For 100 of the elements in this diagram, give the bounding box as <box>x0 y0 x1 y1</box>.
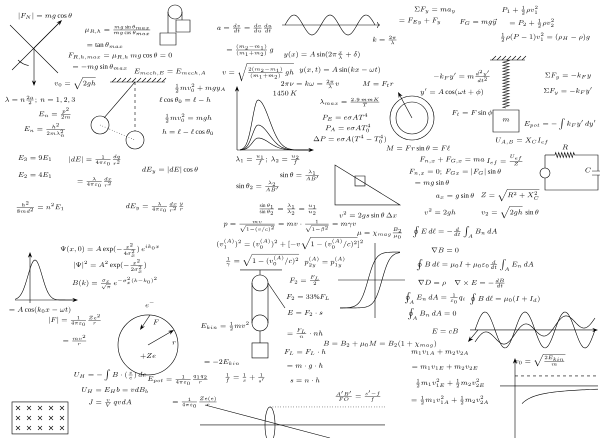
formula: $\frac{h^2}{8md^2} = n^2E_1$ <box>16 201 64 213</box>
formula: $|F| = \frac{1}{4\pi\varepsilon_0}\frac{Ze^2}{r}$ <box>49 314 101 326</box>
formula: $\nabla\times E = -\frac{dB}{dt}$ <box>454 278 504 288</box>
formula: $E_3 = 9E_1$ <box>18 155 51 161</box>
formula: $= mg\sin\theta$ <box>415 180 449 186</box>
formula: $y(x) = A\sin(2\pi\frac{x}{\lambda} + \delta)$ <box>284 51 360 59</box>
formula: $P_1 + \frac{1}{2}\rho v_1^2$ <box>502 6 538 14</box>
formula: $= F_{Ey} + F_y$ <box>399 18 440 24</box>
formula: $B(k) = \frac{\sigma_x}{\sqrt{\pi}}\, e^{-\sigma_x^2(k - k_0)^2}$ <box>72 276 156 290</box>
formula: $\frac{1}{2}mv_0^2 = mgh$ <box>165 114 212 122</box>
formula: $= \frac{\lambda}{4\pi\varepsilon_0}\frac{dx}{r^2}$ <box>78 176 112 188</box>
formula: $F_L = F_L\cdot h$ <box>284 349 326 355</box>
formula: $\Sigma F_y = -k_F y$ <box>545 72 591 80</box>
formula: $p = \frac{mv}{\sqrt{1-(v/c)^2}} = mv\cdot\frac{1}{\sqrt{1-\beta^2}} = m\gamma v$ <box>224 220 356 232</box>
formula: $= -2E_{kin}$ <box>204 359 240 365</box>
formula: $= \frac{mv^2}{r}$ <box>63 334 86 346</box>
formula: $\oint_A E_n\,dA = \frac{1}{\varepsilon_0}q_i$ <box>404 292 465 304</box>
formula: $F_2 = \frac{F_L}{2}$ <box>290 275 320 285</box>
formula: $I_{ef} = \frac{U_{ef}}{Z}$ <box>486 154 522 166</box>
formula: $E_n = \frac{h^2}{2m\lambda_n^2}$ <box>24 123 66 137</box>
formula: $\sin\theta = \frac{\lambda_1}{AB'}$ <box>280 170 319 180</box>
formula: $E_n = \frac{p^2}{2m}$ <box>38 107 70 119</box>
formula: $\frac{1}{2}mv_0^2 + mgy_A$ <box>175 84 225 92</box>
formula: $y' = A\cos(\omega t + \phi)$ <box>420 88 483 96</box>
formula: $= P_2 + \frac{1}{2}\rho v_2^2$ <box>510 18 554 28</box>
variable-label: $C$ <box>585 167 591 173</box>
formula: $k = \frac{2\pi}{\lambda}$ <box>372 36 396 44</box>
formula: $E_{mech,E} = E_{mech,A}$ <box>134 68 206 76</box>
formula: $F_G = mg\vec{y}$ <box>460 18 498 26</box>
formula: $U_H = -\int B\cdot(\frac{v}{c})\,de$ <box>74 369 146 381</box>
variable-label: $m$ <box>502 118 510 122</box>
variable-label: $r$ <box>172 341 176 345</box>
formula: $= -mg\sin\theta_{max}$ <box>72 64 126 70</box>
formula: $-k_F y' = m\frac{d^2y'}{dt^2}$ <box>434 70 490 82</box>
formula: $= A\cos(k_0x - \omega t)$ <box>9 306 70 314</box>
formula: $M = Fr\sin\theta = F\ell$ <box>386 145 450 150</box>
formula: $Z = \sqrt{R^2 + X_C^2}$ <box>481 189 540 202</box>
formula: $\frac{\sin\theta_1}{\sin\theta_2} = \frac{\lambda_1}{\lambda_2} = \frac{u_1}{u_2}$ <box>260 203 316 215</box>
formula: $v^2 = 2gs\sin\theta\,\Delta x$ <box>339 211 397 219</box>
formula: $M = F_t r$ <box>362 81 394 87</box>
formula: $a_x = g\sin\theta$ <box>436 192 474 200</box>
formula: $p_{2y}^{(A)} = p_{1y}^{(A)}$ <box>304 256 344 268</box>
formula: $\Delta P = e\sigma A(T^4 - T_0^4)$ <box>314 134 386 144</box>
formula: $\nabla D = \rho$ <box>418 280 446 286</box>
formula: $= \frac{F_L}{n}\cdot nh$ <box>287 328 323 338</box>
formula: $\lambda = n\frac{2a}{2};\ n = 1,2,3$ <box>5 96 75 104</box>
formula: $\frac{1}{2}m_1v_{1E}^2 + \frac{1}{2}m_2v_{2E}^2$ <box>416 378 484 388</box>
variable-label: $+Ze$ <box>140 353 156 359</box>
formula: $\mu_{R,h} = \frac{mg\sin\theta_{max}}{mg\cos\theta_{max}}$ <box>84 24 150 36</box>
formula: $\frac{1}{\gamma} = \sqrt{1-(v_0^{(A)}/c)^2}$ <box>226 254 300 266</box>
formula: $h = \ell - \ell\cos\theta_0$ <box>162 129 213 136</box>
formula: $U_H = E_Hb = vdB_b$ <box>82 387 148 393</box>
formula: $\frac{A'B'}{FO} = \frac{s'-f}{f}$ <box>336 390 380 402</box>
formula: $|F_N| = mg\cos\theta$ <box>18 12 72 20</box>
formula: $B = B_2 + \mu_0M = B_2(1 + \chi_{mag})$ <box>324 340 436 348</box>
formula: $= \frac{(m_2 - m_1)}{(m_1 + m_2)}\, g$ <box>226 44 274 56</box>
formula: $dE_y = |dE|\cos\theta$ <box>142 166 198 174</box>
variable-label: $F$ <box>153 320 159 324</box>
formula: $\lambda_{max} = \frac{2.9\,mmK}{T}$ <box>320 98 380 106</box>
formula: $\oint_A B_n\,dA = 0$ <box>408 308 456 320</box>
formula: $s = n\cdot h$ <box>290 378 320 382</box>
formula: $v_2 = \sqrt{2gh}\,\sin\theta$ <box>481 206 538 218</box>
formula: $F_{n,x} + F_{G,x} = ma$ <box>420 156 484 164</box>
formula: $v_0 = \sqrt{2gh}$ <box>54 77 96 90</box>
formula: $E_2 = 4E_1$ <box>18 172 51 178</box>
formula: $J = \frac{v}{V}\,qvdA$ <box>89 399 132 407</box>
formula: $\oint E\,d\ell = -\frac{d}{dt}\int_A B_n\,dA$ <box>413 226 497 238</box>
formula: $|dE| = \frac{1}{4\pi\varepsilon_0}\frac{dq}{r^2}$ <box>69 154 120 166</box>
formula: $v = \sqrt{\frac{2(m_2 - m_1)}{(m_1 + m_2)}\, gh}$ <box>222 63 294 82</box>
formula: $\Psi(x,0) = A\exp(-\frac{x^2}{4\sigma_x^2})\, e^{ik_0x}$ <box>60 243 159 257</box>
formula: $= \tan\theta_{max}$ <box>87 42 122 48</box>
formula: $|\Psi|^2 = A^2\exp(-\frac{x^2}{2\sigma_x^2})$ <box>74 259 146 273</box>
formula: $\Sigma F_y = -k_F y'$ <box>544 87 592 95</box>
formula: $2\pi\nu = k\omega = \frac{2\pi}{\lambda}v$ <box>281 80 339 88</box>
formula: $a = \frac{dv}{dt} = \frac{dv}{du}\frac{du}{dt}$ <box>217 24 272 32</box>
formula: $P_E = e\sigma AT^4$ <box>322 113 368 121</box>
formula: $P_A = e\sigma AT_0^4$ <box>326 124 370 132</box>
formula: $\mu = \chi_{mag}\frac{B_2}{\mu_0}$ <box>357 227 402 239</box>
formula: $= \frac{1}{2}m_1v_{1A}^2 + \frac{1}{2}m_2v_{2A}^2$ <box>412 396 488 404</box>
formula: $\sin\theta_2 = \frac{\lambda_2}{AB'}$ <box>236 180 279 192</box>
formula: $F_2 = 33\%F_L$ <box>286 294 329 300</box>
formula: $F_{n,x} = 0;\ F_{Gx} = |F_G|\sin\theta$ <box>409 168 501 176</box>
formula: $\frac{1}{2}\rho(P-1)v_1^2 = (\rho_H - \rho)g$ <box>501 32 590 42</box>
formula: $v^2 = 2gh$ <box>424 208 456 216</box>
formula: $= m\cdot g\cdot h$ <box>287 362 323 370</box>
formula: $U_{A,B} = X_C I_{ef}$ <box>496 138 548 144</box>
formula: $(v_1^{(A)})^2 = (v_0^{(A)})^2 + [-v\sqrt{1-(v_0^{(A)}/c)^2}]^2$ <box>217 237 363 250</box>
formula: $\oint B\,d\ell = \mu_0I + \mu_0\varepsilon_0\frac{d}{dt}\int_A E_n\,dA$ <box>416 259 534 271</box>
formula: $\frac{1}{f} = \frac{1}{s} + \frac{1}{s'}$ <box>226 373 264 383</box>
formula: $= \frac{1}{4\pi\varepsilon_0}\frac{Ze(e)}{r}$ <box>172 396 217 408</box>
formula: $E_{pot} = -\int k_F y'\,dy'$ <box>524 118 596 130</box>
formula: $E_{pot} = \frac{1}{4\pi\varepsilon_0}\frac{q_1q_2}{r}$ <box>148 374 208 386</box>
formula: $\ell\cos\theta_0 = \ell - h$ <box>159 97 211 104</box>
formula: $E_{kin} = \frac{1}{2}mv^2$ <box>200 322 249 330</box>
formula: $y(x,t) = A\sin(kx - \omega t)$ <box>300 66 380 74</box>
variable-label: $R$ <box>562 144 568 150</box>
formula: $F_{R,h,max} = \mu_{R,h}\, mg\cos\theta = 0$ <box>68 52 172 60</box>
formula: $E = F_2\cdot s$ <box>288 310 322 316</box>
formula: $F_t = F\sin\phi$ <box>452 110 492 116</box>
variable-label: $e^-$ <box>146 302 154 308</box>
